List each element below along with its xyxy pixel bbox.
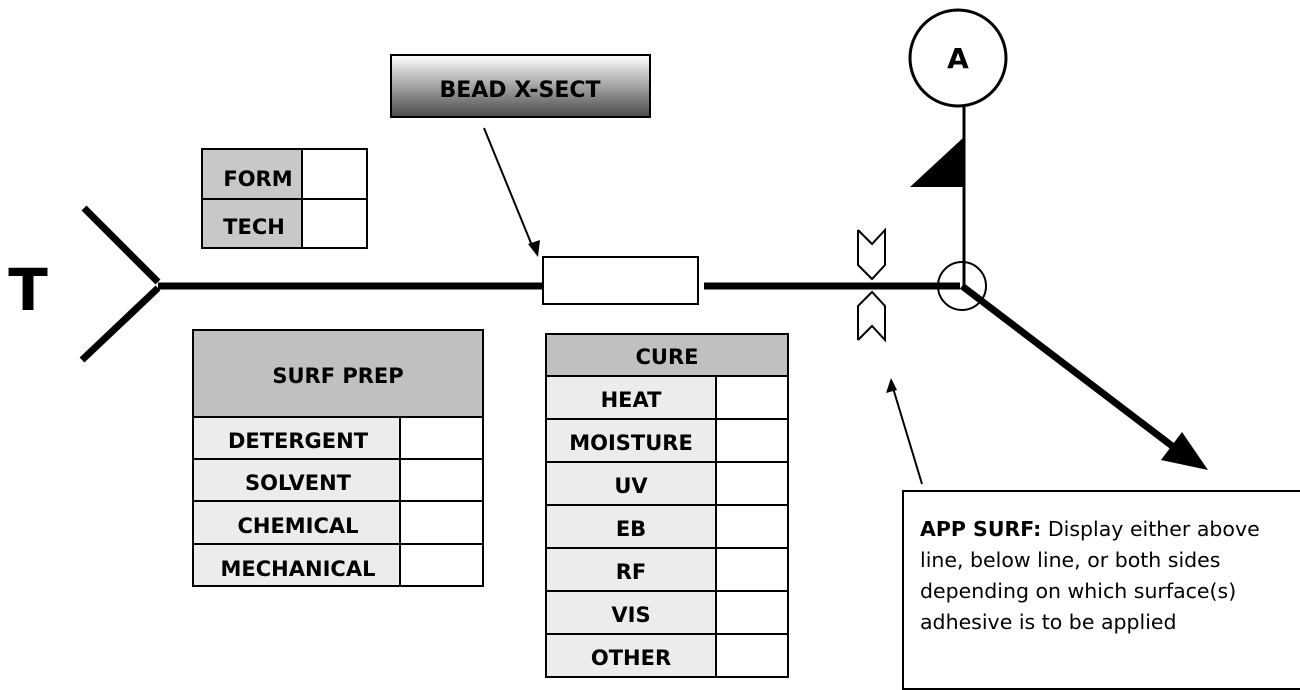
cure-table: CURE HEAT MOISTURE UV EB RF VIS OTHER (545, 333, 789, 678)
cure-row-label: EB (616, 517, 646, 541)
arrow-line (959, 283, 1183, 455)
cure-header: CURE (636, 345, 699, 369)
flag-icon (910, 137, 964, 187)
tail-upper-line (81, 205, 161, 285)
cure-row-label: RF (616, 560, 647, 584)
reference-letter: A (947, 42, 969, 75)
app-surf-leader (892, 387, 923, 485)
tail-lower-line (79, 285, 161, 363)
cure-row-label: OTHER (591, 646, 671, 670)
bead-symbol-box (542, 256, 699, 305)
form-label: FORM (223, 167, 292, 191)
bead-xsect-arrowhead (528, 240, 540, 257)
app-surf-lower-chevron-icon (857, 290, 886, 343)
surf-prep-row-label: CHEMICAL (237, 514, 358, 538)
cure-row-label: UV (614, 474, 648, 498)
surf-prep-header: SURF PREP (272, 364, 403, 388)
junction-circle (937, 261, 987, 311)
surf-prep-row-label: DETERGENT (228, 429, 369, 453)
arrowhead-icon (1161, 432, 1208, 470)
bead-xsect-box (390, 54, 651, 118)
app-surf-upper-chevron-icon (857, 227, 886, 281)
app-surf-arrowhead (886, 378, 897, 393)
surf-prep-row-label: MECHANICAL (221, 557, 376, 581)
cure-row-label: HEAT (601, 388, 663, 412)
bead-xsect-leader (483, 127, 534, 249)
tail-letter: T (8, 256, 48, 324)
form-tech-table: FORM TECH (201, 148, 368, 249)
app-surf-note-title: APP SURF: (920, 517, 1042, 541)
tech-label: TECH (223, 215, 285, 239)
surf-prep-row-label: SOLVENT (245, 471, 352, 495)
cure-row-label: MOISTURE (569, 431, 693, 455)
surf-prep-table: SURF PREP DETERGENT SOLVENT CHEMICAL MEC… (192, 329, 484, 587)
bead-xsect-label: BEAD X-SECT (439, 78, 600, 103)
cure-row-label: VIS (611, 603, 650, 627)
app-surf-note: APP SURF: Display either above line, bel… (902, 490, 1300, 690)
app-surf-note-text: Display either above line, below line, o… (920, 517, 1260, 634)
reference-circle (908, 8, 1008, 108)
